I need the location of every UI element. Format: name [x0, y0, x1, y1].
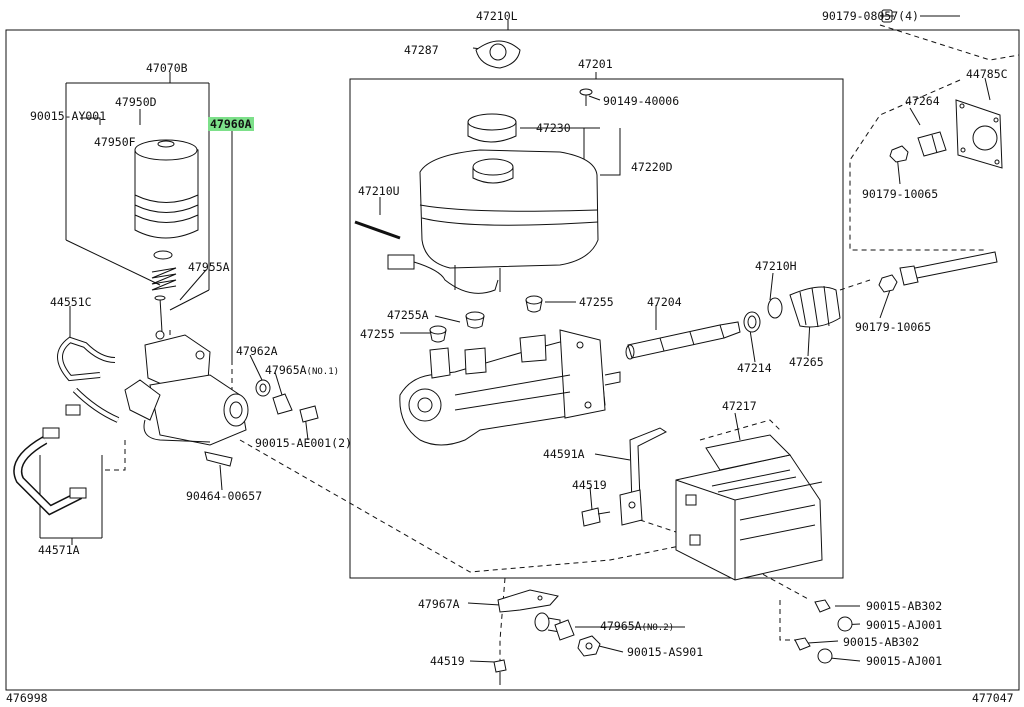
label-47255-b: 47255 [360, 327, 395, 341]
label-90015-AJ001-a: 90015-AJ001 [866, 618, 943, 632]
damper-47965A-2 [554, 619, 575, 641]
label-47965A-2-suffix: (NO.2) [641, 623, 675, 633]
label-44591A: 44591A [543, 447, 585, 461]
label-90149-40006: 90149-40006 [603, 94, 680, 108]
label-90179-10065-a: 90179-10065 [862, 187, 939, 201]
label-90015-AE001: 90015-AE001(2) [255, 436, 352, 450]
pin-47955A [154, 295, 166, 333]
label-47950F: 47950F [94, 135, 136, 149]
label-90015-AB302-a: 90015-AB302 [866, 599, 943, 613]
label-47214: 47214 [737, 361, 772, 375]
bolt-44519-a [581, 507, 611, 527]
label-47210L: 47210L [476, 9, 518, 23]
nut-90015-AJ001-a [837, 616, 853, 632]
label-44785C: 44785C [966, 67, 1008, 81]
bolt-90015-AB302-a [814, 599, 831, 613]
label-90464-00657: 90464-00657 [186, 489, 263, 503]
pump-assembly-47070B [124, 330, 249, 446]
label-44571A: 44571A [38, 543, 80, 557]
grommet-47255A [465, 311, 485, 329]
reservoir-47220D [419, 149, 599, 292]
label-44519-a: 44519 [572, 478, 607, 492]
outer-frame [5, 29, 1020, 691]
label-47962A: 47962A [236, 344, 278, 358]
label-47210U: 47210U [358, 184, 400, 198]
ring-47962A [255, 379, 271, 397]
bolt-90015-AE001 [299, 405, 319, 423]
grommet-47255-a [525, 295, 543, 313]
label-47955A: 47955A [188, 260, 230, 274]
label-44551C: 44551C [50, 295, 92, 309]
nut-90015-AJ001-b [817, 648, 833, 664]
label-47217: 47217 [722, 399, 757, 413]
label-47965A-1-suffix: (NO.1) [306, 367, 340, 377]
label-47965A-1-code: 47965A [265, 363, 307, 377]
label-47967A: 47967A [418, 597, 460, 611]
label-47255-a: 47255 [579, 295, 614, 309]
label-90015-AY001: 90015-AY001 [30, 109, 107, 123]
sensor-wire-47210U [354, 220, 499, 294]
label-47265: 47265 [789, 355, 824, 369]
clamp-90464-00657 [204, 451, 233, 467]
o-ring-47210H [767, 297, 783, 319]
seal-47214 [743, 311, 761, 333]
piston-47204 [625, 321, 741, 360]
diagram-code-right: 477047 [972, 691, 1014, 705]
label-90015-AB302-b: 90015-AB302 [843, 635, 920, 649]
o-ring-47950D [153, 250, 173, 260]
label-90179-10065-b: 90179-10065 [855, 320, 932, 334]
spring-47955A [151, 267, 177, 291]
label-47287: 47287 [404, 43, 439, 57]
label-47264: 47264 [905, 94, 940, 108]
label-47201: 47201 [578, 57, 613, 71]
cap-47230 [467, 113, 517, 143]
damper-47965A-1 [272, 393, 293, 415]
label-47960A: 47960A [208, 117, 254, 131]
label-47070B: 47070B [146, 61, 188, 75]
hose-44571A [13, 427, 87, 516]
label-47255A: 47255A [387, 308, 429, 322]
bolt-90179-08057 [880, 9, 894, 23]
label-47965A-2-code: 47965A [600, 619, 642, 633]
nut-90179-10065-a [889, 145, 909, 163]
boot-47265 [789, 285, 841, 328]
nut-90015-AS901 [577, 635, 601, 657]
label-47220D: 47220D [631, 160, 673, 174]
label-47230: 47230 [536, 121, 571, 135]
label-47210H: 47210H [755, 259, 797, 273]
hose-44551C [57, 336, 120, 423]
screw-90149-40006 [579, 88, 593, 106]
pushrod [878, 251, 998, 293]
gasket-47287 [475, 40, 521, 69]
diagram-code-left: 476998 [6, 691, 48, 705]
bolt-90015-AB302-b [794, 637, 811, 651]
label-47965A-2: 47965A(NO.2) [600, 620, 674, 635]
label-47965A-1: 47965A(NO.1) [265, 364, 339, 379]
label-90015-AJ001-b: 90015-AJ001 [866, 654, 943, 668]
highlight-47960A: 47960A [208, 117, 254, 131]
bracket-47967A [497, 589, 559, 613]
label-90179-08057: 90179-08057(4) [822, 9, 919, 23]
plate-44785C [955, 99, 1003, 169]
filter-47950F [134, 139, 199, 239]
label-90015-AS901: 90015-AS901 [627, 645, 704, 659]
label-47204: 47204 [647, 295, 682, 309]
bracket-44591A [619, 427, 667, 526]
control-unit-47217 [675, 434, 823, 581]
label-47950D: 47950D [115, 95, 157, 109]
clevis-47264 [917, 131, 947, 157]
bolt-44519-b [493, 659, 507, 685]
grommet-47255-b [429, 325, 447, 343]
master-cylinder-47201 [399, 329, 621, 446]
label-44519-b: 44519 [430, 654, 465, 668]
